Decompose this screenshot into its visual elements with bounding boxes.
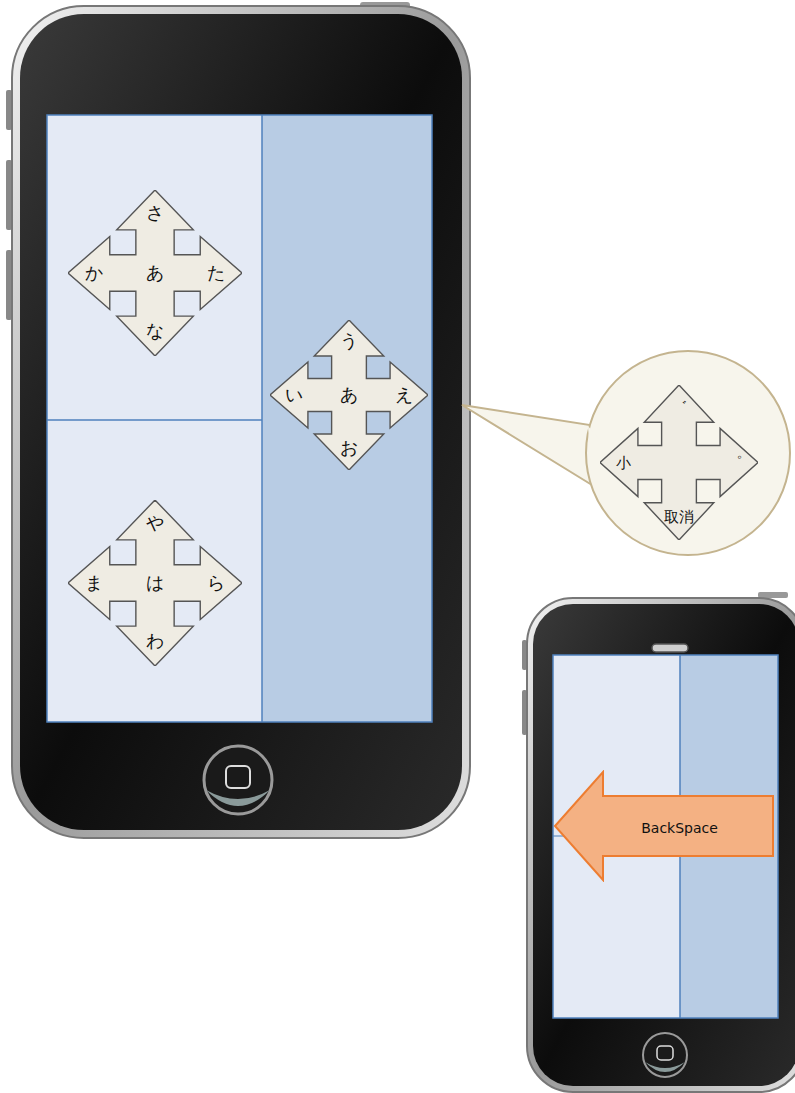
key-label: 取消 xyxy=(664,509,694,524)
key-label: え xyxy=(395,386,413,404)
screen xyxy=(553,655,778,1018)
key-label: た xyxy=(207,264,225,282)
callout-circle xyxy=(586,351,790,555)
callout-joint xyxy=(588,426,600,484)
home-icon xyxy=(226,766,250,788)
home-icon xyxy=(657,1046,673,1060)
outline-path xyxy=(68,500,242,666)
key-label: あ xyxy=(146,264,164,282)
flick-key: うい あ えお xyxy=(270,320,428,470)
panel-divider xyxy=(261,115,263,722)
phone-body xyxy=(20,14,462,830)
key-label: い xyxy=(285,386,303,404)
key-label: な xyxy=(146,322,164,340)
key-label: わ xyxy=(146,632,164,650)
backspace-arrow: BackSpace xyxy=(553,770,775,882)
key-label: ま xyxy=(85,574,103,592)
flick-key: やま は らわ xyxy=(68,500,242,666)
key-label: ゛ xyxy=(672,399,687,414)
key-label: 小 xyxy=(616,455,631,470)
outline-path xyxy=(600,385,758,540)
home-button-shine xyxy=(645,1062,685,1072)
key-label: は xyxy=(146,574,164,592)
key-label: あ xyxy=(340,386,358,404)
home-button xyxy=(204,746,272,814)
phone-body xyxy=(533,604,795,1086)
phone-rim xyxy=(12,6,470,838)
phone-rim xyxy=(527,598,795,1092)
top-button xyxy=(758,592,788,598)
screen-border xyxy=(553,655,778,1018)
flick-key: ゛小 ゜取消 xyxy=(600,385,758,540)
panel-divider xyxy=(47,419,262,421)
arrow-label: BackSpace xyxy=(641,821,718,835)
right-panel xyxy=(262,115,432,722)
key-label: ゜ xyxy=(727,455,742,470)
home-button xyxy=(643,1033,687,1077)
outline-path xyxy=(68,190,242,356)
key-label: さ xyxy=(146,204,164,222)
speaker-slot xyxy=(652,644,688,652)
callout-tail xyxy=(462,405,592,485)
key-label: や xyxy=(146,514,164,532)
key-label: お xyxy=(340,439,358,457)
home-button-shine xyxy=(206,790,270,806)
screen-border xyxy=(47,115,432,722)
outline-path xyxy=(270,320,428,470)
flick-key: さか あ たな xyxy=(68,190,242,356)
key-label: ら xyxy=(207,574,225,592)
key-label: う xyxy=(340,332,358,350)
key-label: か xyxy=(85,264,103,282)
outline-path xyxy=(555,772,773,880)
screen xyxy=(47,115,432,722)
